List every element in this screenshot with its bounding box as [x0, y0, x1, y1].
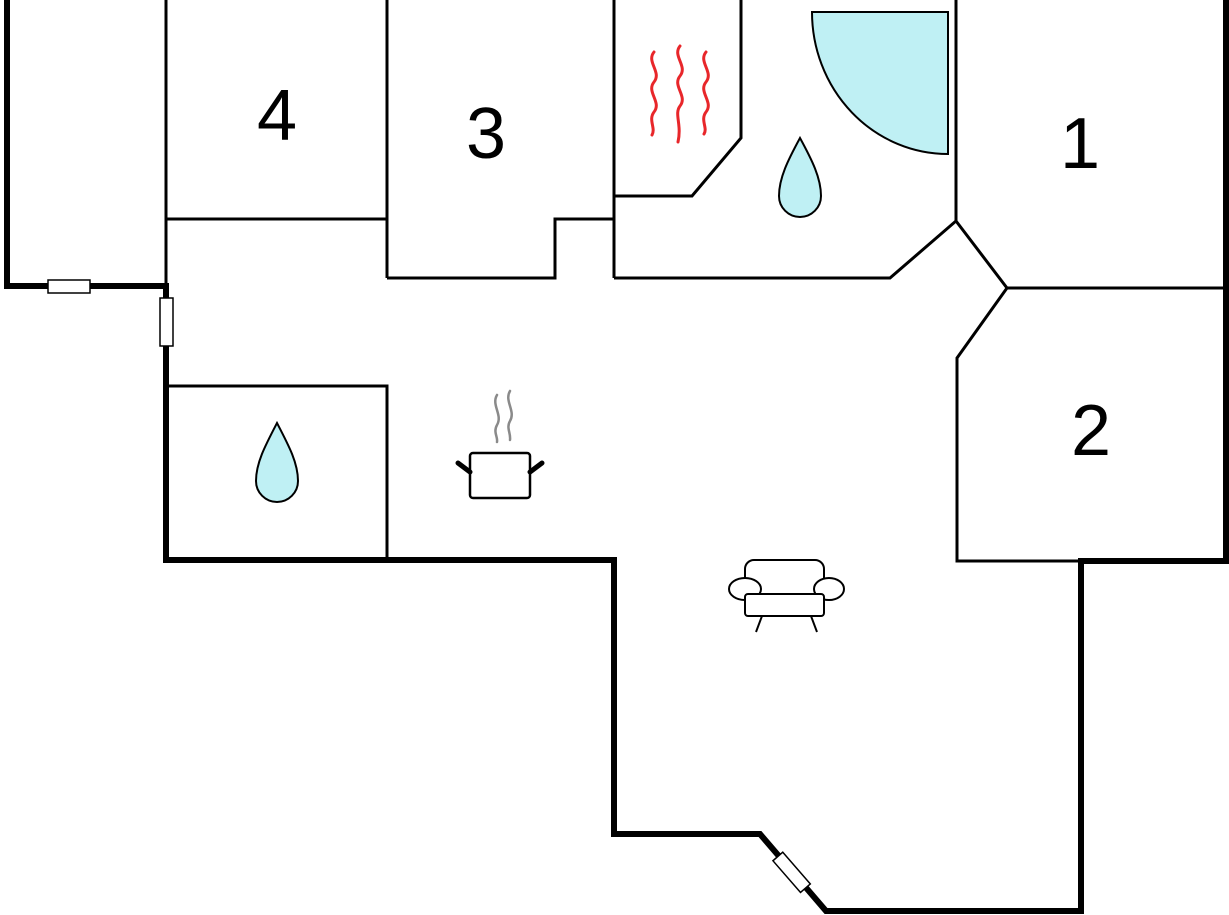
- cooking-pot-icon: [455, 389, 545, 500]
- shower-cabin-icon: [810, 11, 949, 156]
- window-left: [47, 279, 91, 294]
- room-label-1: 1: [1060, 104, 1100, 184]
- wall-bathroom-lower: [166, 384, 389, 560]
- water-drop-icon-lower: [254, 420, 300, 503]
- wall-bathroom-upper: [614, 0, 958, 280]
- room-label-2: 2: [1071, 391, 1111, 471]
- wall-room-2: [955, 287, 1081, 563]
- outer-wall-left-annex: [4, 0, 1229, 914]
- windows: [47, 279, 812, 894]
- interior-walls: [164, 0, 1226, 563]
- room-label-3: 3: [466, 94, 506, 174]
- wall-room-3: [387, 217, 614, 280]
- armchair-icon: [728, 559, 845, 633]
- exterior-walls: [4, 0, 1229, 914]
- window-entry: [159, 297, 174, 347]
- window-bottom-diagonal: [771, 851, 812, 894]
- room-label-4: 4: [257, 76, 297, 156]
- water-drop-icon-upper: [777, 135, 823, 218]
- sauna-heat-icon: [650, 44, 710, 144]
- wall-sauna: [614, 0, 743, 198]
